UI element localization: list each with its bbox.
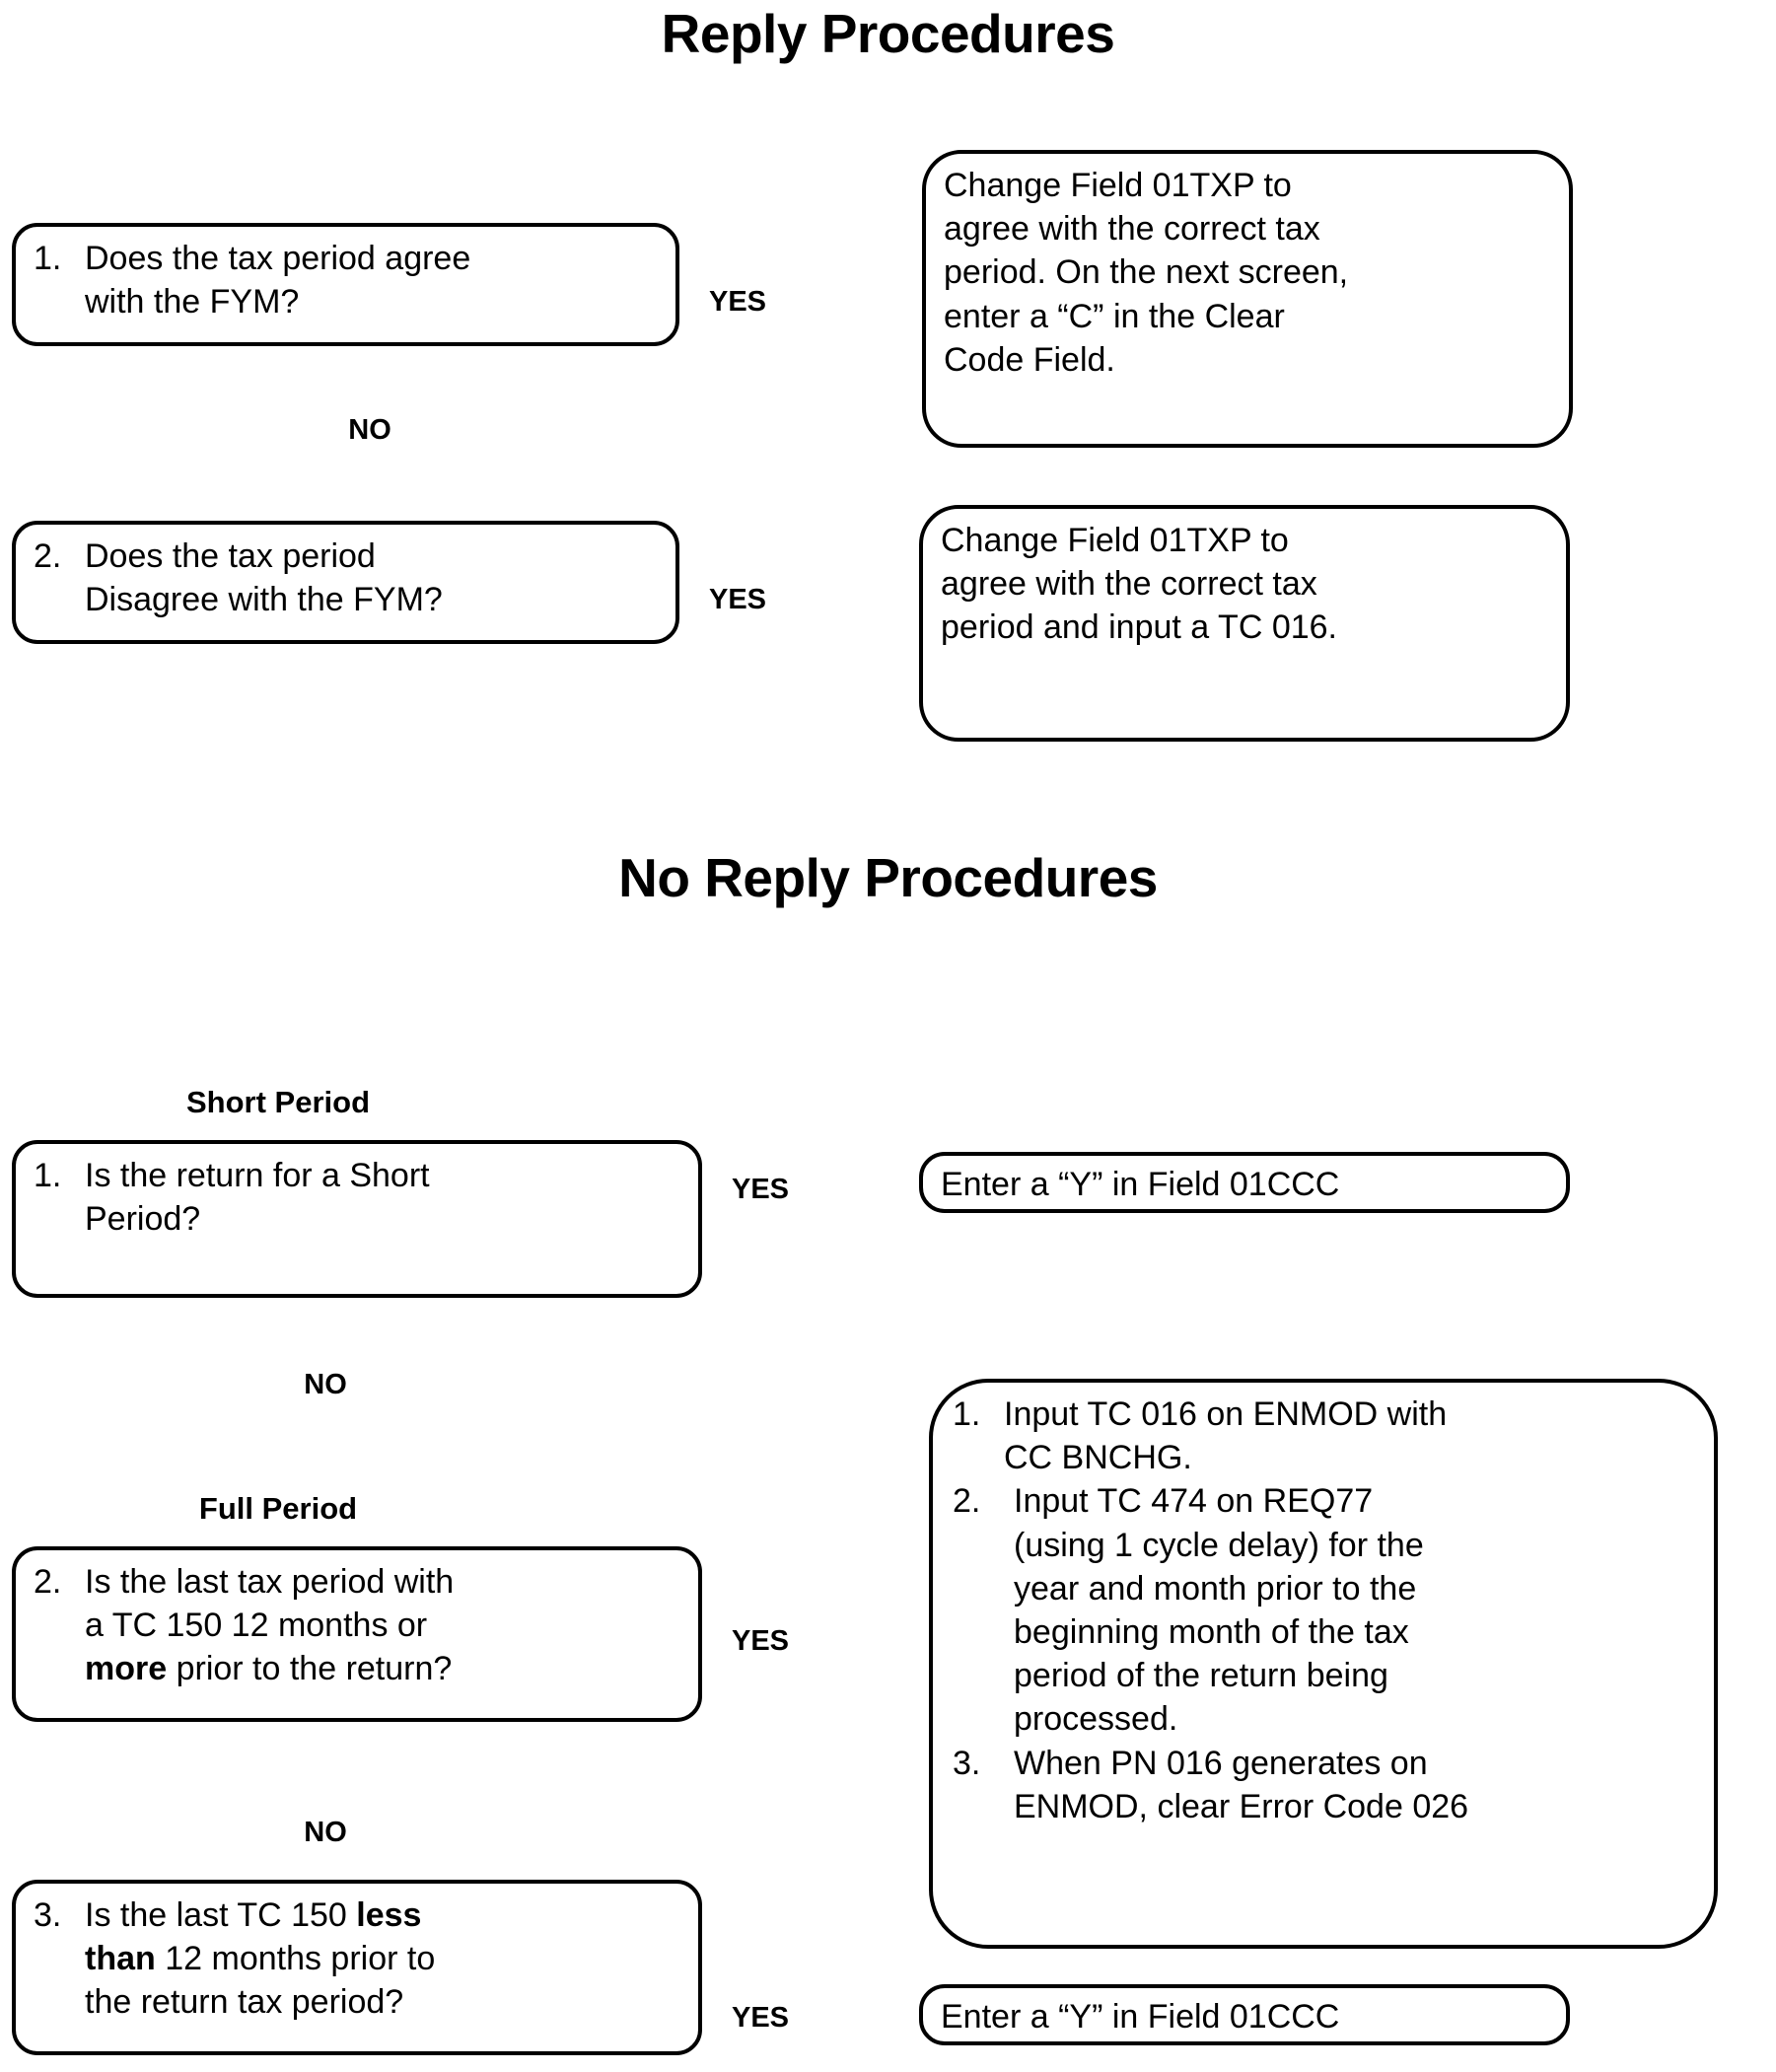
question-number: 3. [34,1896,62,1934]
question-body: Does the tax period agree with the FYM? [85,237,662,323]
question-number: 1. [34,1157,62,1194]
question-number: 2. [34,537,62,575]
question-text-noreply-2: 2. Is the last tax period with a TC 150 … [34,1560,684,1691]
action-box-noreply-3[interactable]: Enter a “Y” in Field 01CCC [919,1984,1570,2045]
question-body: Does the tax period Disagree with the FY… [85,535,662,621]
question-body: Is the return for a Short Period? [85,1154,684,1241]
action-text-reply-1: Change Field 01TXP to agree with the cor… [944,164,1555,382]
action-line: period and input a TC 016. [941,608,1337,647]
question-line-rest: 12 months prior to [155,1940,436,1978]
list-item-body: When PN 016 generates on ENMOD, clear Er… [1014,1742,1704,1828]
list-item-line: Input TC 474 on REQ77 [1014,1482,1374,1521]
question-text-noreply-1: 1. Is the return for a Short Period? [34,1154,684,1241]
action-text-noreply-3: Enter a “Y” in Field 01CCC [941,1998,1340,2036]
question-line: the return tax period? [85,1983,404,2022]
list-item-line: CC BNCHG. [1004,1439,1192,1477]
action-line: Code Field. [944,340,1115,379]
edge-label-yes-noreply-2: YES [731,1625,790,1657]
list-item-number: 3. [953,1744,981,1782]
question-number: 1. [34,240,62,277]
list-item-line: (using 1 cycle delay) for the [1014,1526,1424,1564]
bold-run-than: than [85,1940,156,1978]
action-box-noreply-1[interactable]: Enter a “Y” in Field 01CCC [919,1152,1570,1213]
list-item-line: processed. [1014,1700,1178,1739]
list-item-number: 2. [953,1482,981,1521]
action-line: Change Field 01TXP to [941,522,1289,559]
bold-run-less: less [356,1896,422,1934]
list-item-line: year and month prior to the [1014,1569,1417,1608]
question-line-bold-less: Is the last TC 150 less [85,1893,684,1937]
bold-run-more: more [85,1650,168,1688]
question-line: Period? [85,1200,201,1239]
connector-label-no-noreply-2: NO [304,1817,347,1848]
edge-label-yes-noreply-1: YES [731,1174,790,1205]
question-line-bold-than: than 12 months prior to [85,1937,684,1980]
question-body: Is the last TC 150 less than 12 months p… [85,1893,684,2025]
action-list-item-3: 3. When PN 016 generates on ENMOD, clear… [953,1742,1704,1828]
action-line: agree with the correct tax [944,210,1320,249]
question-line-rest: prior to the return? [167,1650,453,1688]
section-title-no-reply-procedures: No Reply Procedures [618,847,1158,908]
action-line: Change Field 01TXP to [944,167,1292,204]
list-item-number: 1. [953,1395,981,1433]
connector-label-no-reply-1: NO [348,414,391,446]
question-line: with the FYM? [85,283,300,322]
list-item-line: Input TC 016 on ENMOD with [1004,1395,1448,1433]
list-item-body: Input TC 474 on REQ77 (using 1 cycle del… [1014,1479,1704,1741]
list-item-body: Input TC 016 on ENMOD with CC BNCHG. [1004,1393,1704,1479]
question-line-bold-more: more prior to the return? [85,1647,684,1690]
question-box-noreply-1[interactable]: 1. Is the return for a Short Period? [12,1140,702,1298]
list-item-line: period of the return being [1014,1657,1388,1695]
question-line: Disagree with the FYM? [85,581,443,619]
question-box-noreply-3[interactable]: 3. Is the last TC 150 less than 12 month… [12,1880,702,2055]
action-box-reply-1[interactable]: Change Field 01TXP to agree with the cor… [922,150,1573,448]
question-box-reply-2[interactable]: 2. Does the tax period Disagree with the… [12,521,679,644]
list-item-line: beginning month of the tax [1014,1612,1409,1651]
question-line: Does the tax period [85,537,376,575]
action-list-item-1: 1. Input TC 016 on ENMOD with CC BNCHG. [953,1393,1704,1479]
question-box-noreply-2[interactable]: 2. Is the last tax period with a TC 150 … [12,1546,702,1722]
list-item-line: When PN 016 generates on [1014,1744,1428,1782]
action-text-reply-2: Change Field 01TXP to agree with the cor… [941,519,1552,650]
question-line: Does the tax period agree [85,240,471,277]
question-box-reply-1[interactable]: 1. Does the tax period agree with the FY… [12,223,679,346]
question-body: Is the last tax period with a TC 150 12 … [85,1560,684,1691]
action-line: period. On the next screen, [944,253,1349,292]
question-line: Is the return for a Short [85,1157,430,1194]
question-line: Is the last tax period with [85,1563,455,1601]
edge-label-yes-noreply-3: YES [731,2002,790,2034]
action-box-reply-2[interactable]: Change Field 01TXP to agree with the cor… [919,505,1570,742]
section-title-reply-procedures: Reply Procedures [661,3,1115,64]
action-list-item-2: 2. Input TC 474 on REQ77 (using 1 cycle … [953,1479,1704,1741]
question-text-noreply-3: 3. Is the last TC 150 less than 12 month… [34,1893,684,2025]
question-text-reply-2: 2. Does the tax period Disagree with the… [34,535,662,621]
group-label-short-period: Short Period [185,1085,370,1119]
connector-label-no-noreply-1: NO [304,1369,347,1400]
action-text-noreply-1: Enter a “Y” in Field 01CCC [941,1166,1340,1203]
edge-label-yes-reply-1: YES [708,286,767,318]
edge-label-yes-reply-2: YES [708,584,767,615]
group-label-full-period: Full Period [198,1491,358,1526]
question-line-head: Is the last TC 150 [85,1896,357,1934]
list-item-line: ENMOD, clear Error Code 026 [1014,1787,1469,1825]
action-line: agree with the correct tax [941,565,1317,604]
question-number: 2. [34,1563,62,1601]
action-line: enter a “C” in the Clear [944,297,1285,335]
question-line: a TC 150 12 months or [85,1607,428,1645]
action-box-noreply-2[interactable]: 1. Input TC 016 on ENMOD with CC BNCHG. … [929,1379,1718,1949]
question-text-reply-1: 1. Does the tax period agree with the FY… [34,237,662,323]
